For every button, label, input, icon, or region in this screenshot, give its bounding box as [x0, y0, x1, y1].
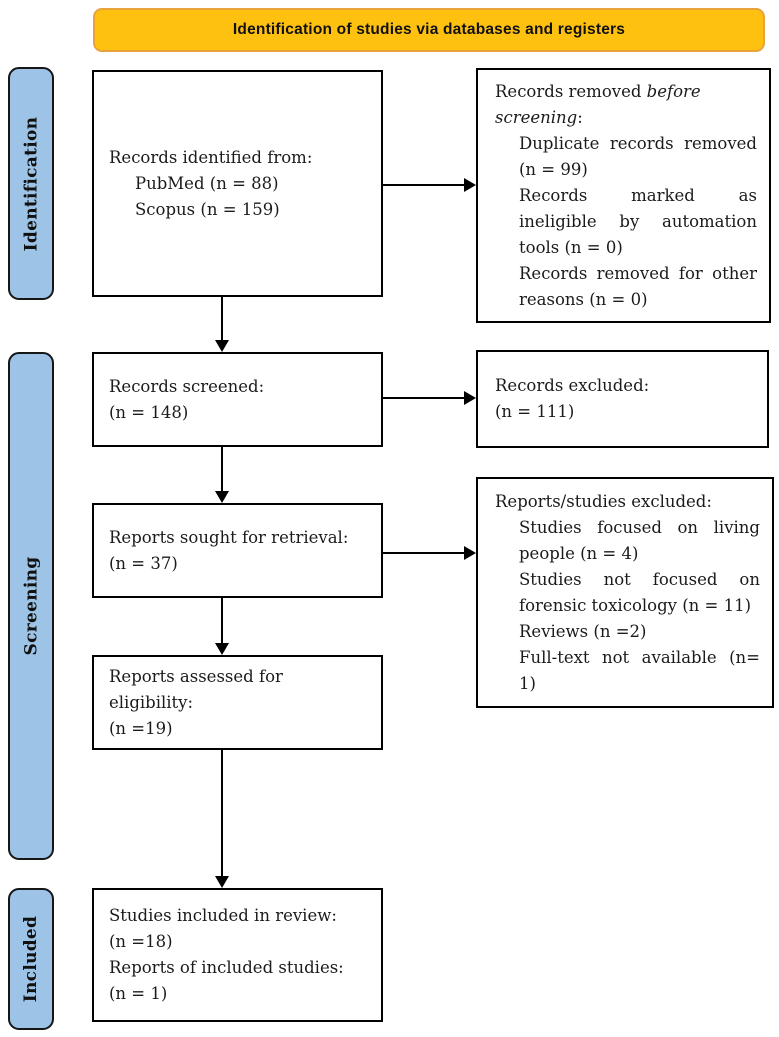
stage-bar-screening: Screening [8, 352, 54, 860]
box-line: (n =19) [109, 718, 173, 738]
box-title: Reports sought for retrieval: [109, 527, 349, 547]
box-title: Reports assessed for eligibility: [109, 666, 283, 712]
box-line: Duplicate records removed (n = 99) [519, 133, 757, 179]
stage-bar-identification: Identification [8, 67, 54, 300]
arrow-assessed-to-included-line [221, 750, 223, 878]
box-line: Records removed for other reasons (n = 0… [519, 263, 757, 309]
stage-label-identification: Identification [21, 116, 42, 251]
arrow-screened-to-sought-line [221, 447, 223, 493]
box-title: Records screened: [109, 376, 265, 396]
box-title: Records excluded: [495, 376, 650, 395]
arrow-identified-to-removed-head [464, 178, 476, 192]
box-studies-included: Studies included in review: (n =18) Repo… [92, 888, 383, 1022]
box-line: Studies not focused on forensic toxicolo… [519, 569, 760, 615]
arrow-identified-to-removed-line [383, 184, 465, 186]
box-line: (n = 148) [109, 402, 189, 422]
box-records-identified: Records identified from: PubMed (n = 88)… [92, 70, 383, 297]
box-title: Records identified from: [109, 147, 313, 167]
stage-bar-included: Included [8, 888, 54, 1030]
box-line: (n = 1) [109, 984, 168, 1003]
arrow-screened-to-excluded-line [383, 397, 465, 399]
arrow-sought-to-assessed-head [215, 643, 229, 655]
box-line: Reports of included studies: [109, 958, 344, 977]
box-records-removed: Records removed before screening: Duplic… [476, 68, 771, 323]
box-records-excluded: Records excluded: (n = 111) [476, 350, 769, 448]
box-line: Scopus (n = 159) [135, 199, 280, 219]
stage-label-included: Included [21, 915, 42, 1003]
banner-title: Identification of studies via databases … [93, 8, 765, 52]
box-title: Records removed before screening: [495, 81, 701, 127]
arrow-assessed-to-included-head [215, 876, 229, 888]
box-reports-studies-excluded: Reports/studies excluded: Studies focuse… [476, 477, 774, 708]
arrow-identified-to-screened-head [215, 340, 229, 352]
box-line: (n = 111) [495, 402, 575, 421]
box-title: Studies included in review: [109, 906, 337, 925]
arrow-sought-to-assessed-line [221, 598, 223, 645]
box-line: (n =18) [109, 932, 173, 951]
arrow-identified-to-screened-line [221, 297, 223, 342]
box-line: Reviews (n =2) [519, 621, 647, 641]
box-line: (n = 37) [109, 553, 178, 573]
box-line: Records marked as ineligible by automati… [519, 185, 757, 257]
box-reports-assessed: Reports assessed for eligibility: (n =19… [92, 655, 383, 750]
box-reports-sought: Reports sought for retrieval: (n = 37) [92, 503, 383, 598]
arrow-sought-to-rexcluded-head [464, 546, 476, 560]
box-line: PubMed (n = 88) [135, 173, 279, 193]
box-line: Full-text not available (n= 1) [519, 647, 760, 693]
box-records-screened: Records screened: (n = 148) [92, 352, 383, 447]
arrow-screened-to-excluded-head [464, 391, 476, 405]
stage-label-screening: Screening [21, 556, 42, 656]
box-title: Reports/studies excluded: [495, 491, 712, 511]
arrow-sought-to-rexcluded-line [383, 552, 465, 554]
arrow-screened-to-sought-head [215, 491, 229, 503]
box-line: Studies focused on living people (n = 4) [519, 517, 760, 563]
